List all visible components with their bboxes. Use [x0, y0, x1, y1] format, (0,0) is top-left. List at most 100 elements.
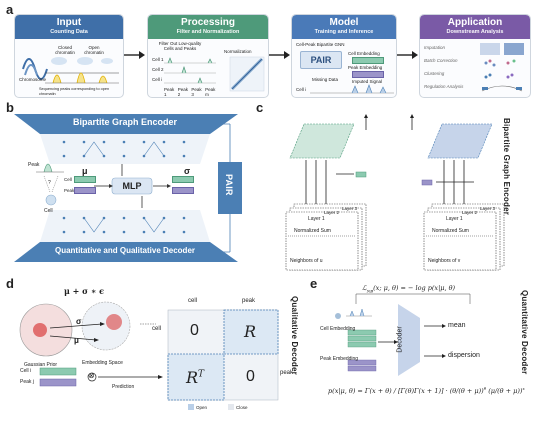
- matrix-rt: RT: [186, 368, 204, 387]
- application-illustration: [480, 43, 524, 92]
- model-title: Model: [329, 17, 359, 28]
- input-title: Input: [56, 17, 82, 28]
- encoder-decoder-trapezoids: [14, 114, 242, 262]
- app-item-imputation: Imputation: [424, 45, 446, 50]
- celli-label: Cell i: [152, 77, 163, 82]
- open-chromatin-label: Open chromatin: [84, 45, 104, 55]
- matrix-zero-top: 0: [190, 322, 199, 339]
- qualitative-decoder-illustration: [19, 301, 279, 410]
- pair-box-small: PAIR: [300, 51, 342, 69]
- application-subtitle: Downstream Analysis: [446, 29, 504, 35]
- reparam-formula: μ + σ ∗ ϵ: [64, 286, 104, 296]
- peak1-label: Peak 1: [164, 87, 175, 97]
- cell-row-label-b: Cell: [64, 177, 72, 182]
- nb-loss-formula: ℒNB(x; μ, θ) = − log p(x|μ, θ): [362, 284, 456, 294]
- mu-arrow-label: μ: [74, 336, 79, 345]
- model-header: Model Training and Inference: [292, 15, 396, 39]
- c-side-title: Bipartite Graph Encoder: [502, 118, 511, 216]
- cell-embedding-b: [74, 176, 96, 183]
- processing-header: Processing Filter and Normalization: [148, 15, 268, 39]
- c-normsum-right: Normalized Sum: [432, 228, 469, 234]
- peak-embedding-vector-a: [352, 71, 384, 78]
- loss-symbol: ℒ: [362, 284, 367, 292]
- gaussian-prior-label: Gaussian Prior: [24, 362, 58, 368]
- peak-row-label-b: Peak: [64, 188, 75, 193]
- otimes-symbol: ⊗: [88, 371, 95, 380]
- panel-b-label: b: [6, 100, 14, 115]
- model-subtitle: Training and Inference: [314, 29, 374, 35]
- c-layer2-right: Layer 2: [462, 210, 478, 215]
- encoder-title: Bipartite Graph Encoder: [72, 117, 178, 127]
- imputed-signal-plot: [310, 84, 394, 94]
- decoder-label-e: Decoder: [396, 326, 404, 353]
- input-subtitle: Counting Data: [50, 29, 88, 35]
- panel-c-label: c: [256, 100, 264, 115]
- row-peak-label: peak: [280, 370, 294, 376]
- peak3-label: Peak 3: [191, 87, 202, 97]
- c-layer3-left: Layer 3: [342, 206, 358, 211]
- app-item-batch: Batch Correction: [424, 58, 458, 63]
- input-panel: Input Counting Data Closed chromatin Ope…: [14, 14, 124, 98]
- c-neighbors-v: Neighbors of v: [428, 258, 461, 264]
- arrow-input-processing: [124, 51, 145, 59]
- row-cell-label: cell: [152, 326, 162, 332]
- peak2-label: Peak 2: [177, 87, 188, 97]
- processing-title: Processing: [181, 17, 235, 28]
- c-layer1-left: Layer 1: [308, 216, 325, 222]
- application-panel: Application Downstream Analysis Imputati…: [419, 14, 531, 98]
- d-side-title: Qualitative Decoder: [290, 296, 299, 375]
- app-item-clustering: Clustering: [424, 71, 445, 76]
- matrix-rt-sup: T: [198, 369, 205, 380]
- dispersion-label: dispersion: [448, 352, 480, 359]
- c-layer1-right: Layer 1: [446, 216, 463, 222]
- peak-label-b: Peak: [28, 162, 40, 168]
- model-panel: Model Training and Inference Cell-Peak B…: [291, 14, 397, 98]
- chromosome-label: Chromosome: [19, 77, 47, 82]
- processing-subtitle: Filter and Normalization: [176, 29, 240, 35]
- cell2-label: Cell 2: [152, 67, 164, 72]
- encoder-detail: [285, 114, 505, 271]
- d-peak-j: Peak j: [20, 379, 34, 385]
- panel-c: Layer 3 Layer 2 Layer 1 Normalized Sum N…: [266, 108, 516, 272]
- normalization-label: Normalization: [224, 49, 252, 54]
- chromatin-illustration: [22, 57, 119, 84]
- input-caption: Sequencing peaks corresponding to open c…: [39, 87, 110, 96]
- peak-embedding-b: [74, 187, 96, 194]
- c-normsum-left: Normalized Sum: [294, 228, 331, 234]
- peak-embedding-label-e: Peak Embedding: [320, 356, 359, 362]
- pair-side-label: PAIR: [224, 174, 234, 196]
- cell-embedding-label-e: Cell Embedding: [320, 326, 356, 332]
- peak-embedding-label-a: Peak Embedding: [348, 65, 383, 70]
- panel-a-label: a: [6, 2, 14, 17]
- application-title: Application: [447, 17, 503, 28]
- col-cell-label: cell: [188, 298, 198, 304]
- cell-embedding-vector-a: [352, 57, 384, 64]
- legend-open: Open: [196, 405, 208, 410]
- nb-pmf-formula: p(x|μ, θ) = Γ(x + θ) / [Γ(θ)Γ(x + 1)] · …: [328, 386, 525, 396]
- mu-symbol: μ: [82, 166, 88, 176]
- filter-label: Filter Out Low-quality Cells and Peaks: [158, 41, 202, 51]
- arrow-processing-model: [269, 51, 290, 59]
- peak-embedding-out-b: [172, 187, 194, 194]
- mean-label: mean: [448, 322, 466, 329]
- sigma-symbol: σ: [184, 166, 191, 176]
- col-peak-label: peak: [242, 298, 256, 304]
- panel-d-label: d: [6, 276, 14, 291]
- input-header: Input Counting Data: [15, 15, 123, 39]
- closed-chromatin-label: Closed chromatin: [55, 45, 75, 55]
- e-side-title: Quantitative Decoder: [520, 290, 529, 375]
- panel-e: ℒNB(x; μ, θ) = − log p(x|μ, θ) Decoder C…: [320, 282, 525, 424]
- matrix-rt-base: R: [186, 368, 199, 387]
- c-layer3-right: Layer 3: [480, 206, 496, 211]
- app-item-regulation: Regulation Analysis: [424, 84, 464, 89]
- peakm-label: Peak m: [205, 87, 216, 97]
- c-neighbors-u: Neighbors of u: [290, 258, 323, 264]
- question-mark: ?: [48, 180, 51, 186]
- peak-labels: Peak 1 Peak 2 Peak 3 Peak m: [164, 87, 220, 97]
- arrow-model-application: [397, 51, 418, 59]
- matrix-r: R: [244, 322, 257, 341]
- application-header: Application Downstream Analysis: [420, 15, 530, 39]
- sigma-arrow-label: σ: [76, 317, 82, 326]
- panel-b: Bipartite Graph Encoder Quantitative and…: [14, 112, 248, 268]
- decoder-title: Quantitative and Qualitative Decoder: [54, 246, 196, 255]
